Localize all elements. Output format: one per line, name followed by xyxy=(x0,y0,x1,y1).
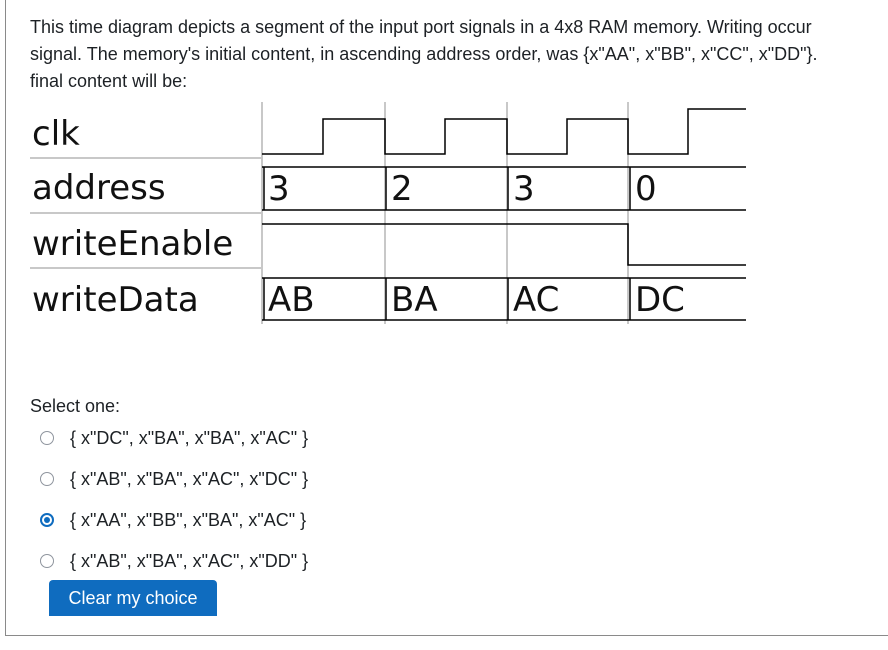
writedata-value: AC xyxy=(513,280,560,320)
question-frame xyxy=(5,0,888,636)
answer-option-label: { x"AB", x"BA", x"AC", x"DC" } xyxy=(70,469,309,489)
radio-button[interactable] xyxy=(40,472,54,486)
address-value: 2 xyxy=(391,169,413,209)
writedata-bus xyxy=(262,277,746,321)
radio-button[interactable] xyxy=(40,554,54,568)
writedata-value: DC xyxy=(635,280,685,320)
radio-button-selected[interactable] xyxy=(40,513,54,527)
radio-button[interactable] xyxy=(40,431,54,445)
answer-option-3[interactable]: { x"AA", x"BB", x"BA", x"AC" } xyxy=(40,506,306,534)
timing-diagram: clk address writeEnable writeData 3 2 3 … xyxy=(0,100,888,340)
writedata-value: BA xyxy=(391,280,438,320)
address-value: 0 xyxy=(635,169,657,209)
signal-label-address: address xyxy=(32,168,166,208)
answer-option-1[interactable]: { x"DC", x"BA", x"BA", x"AC" } xyxy=(40,424,308,452)
select-one-prompt: Select one: xyxy=(30,396,121,416)
writeenable-waveform xyxy=(262,223,746,266)
answer-option-label: { x"DC", x"BA", x"BA", x"AC" } xyxy=(70,428,309,448)
writedata-value: AB xyxy=(268,280,315,320)
address-bus xyxy=(262,166,746,211)
signal-label-writeenable: writeEnable xyxy=(32,224,234,264)
answer-option-label: { x"AB", x"BA", x"AC", x"DD" } xyxy=(70,551,309,571)
answer-option-4[interactable]: { x"AB", x"BA", x"AC", x"DD" } xyxy=(40,547,308,575)
signal-label-writedata: writeData xyxy=(32,280,199,320)
question-text: This time diagram depicts a segment of t… xyxy=(30,17,818,91)
address-value: 3 xyxy=(513,169,535,209)
clear-choice-button[interactable]: Clear my choice xyxy=(49,580,217,616)
address-value: 3 xyxy=(268,169,290,209)
signal-label-clk: clk xyxy=(32,114,80,154)
clk-waveform xyxy=(262,108,746,155)
timing-diagram-svg xyxy=(30,102,746,324)
answer-option-2[interactable]: { x"AB", x"BA", x"AC", x"DC" } xyxy=(40,465,308,493)
answer-option-label: { x"AA", x"BB", x"BA", x"AC" } xyxy=(70,510,307,530)
